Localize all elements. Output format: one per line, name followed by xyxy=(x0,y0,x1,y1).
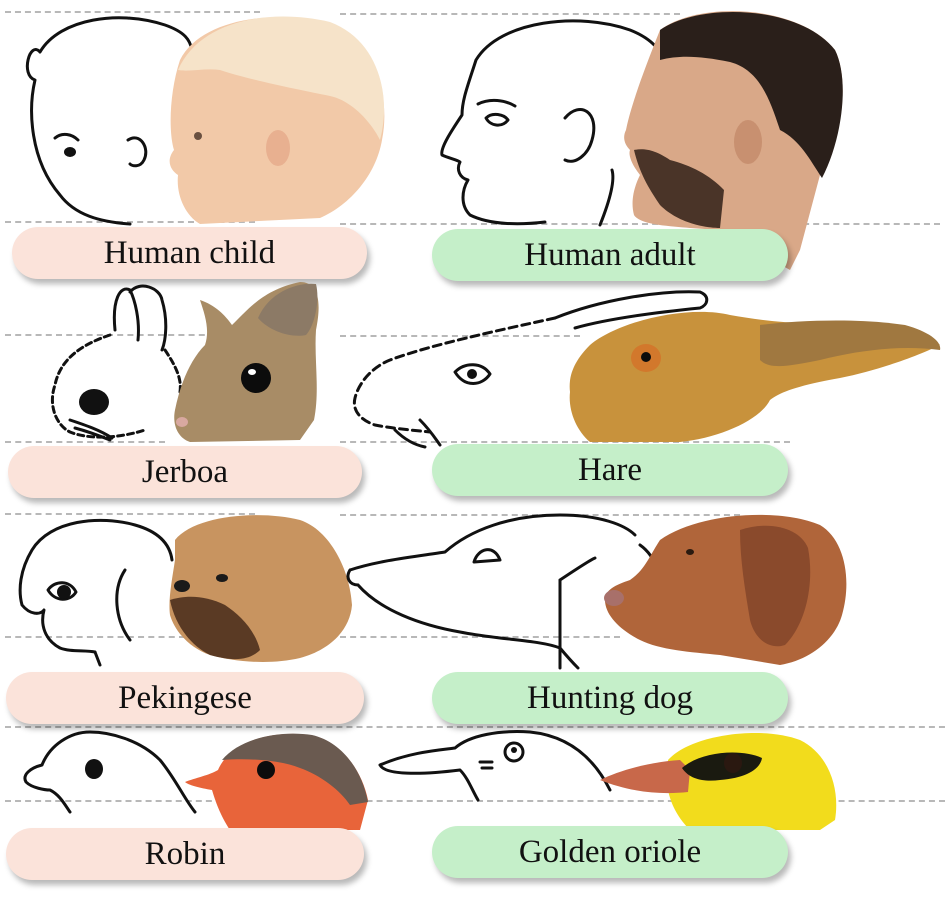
label-pekingese: Pekingese xyxy=(6,672,364,724)
guide-line xyxy=(5,221,255,223)
guide-line xyxy=(340,13,680,15)
guide-line xyxy=(340,223,940,225)
label-text: Hare xyxy=(577,451,643,488)
label-text: Golden oriole xyxy=(518,833,702,870)
label-human-child: Human child xyxy=(12,227,367,279)
label-golden-oriole: Golden oriole xyxy=(432,826,788,878)
label-text: Pekingese xyxy=(118,679,252,716)
label-hunting-dog: Hunting dog xyxy=(432,672,788,724)
label-text: Hunting dog xyxy=(527,679,693,716)
guide-line xyxy=(5,513,255,515)
label-text: Jerboa xyxy=(141,453,229,490)
guide-line xyxy=(5,441,165,443)
label-text: Human child xyxy=(103,234,276,271)
guide-line xyxy=(5,800,945,802)
label-jerboa: Jerboa xyxy=(8,446,362,498)
label-human-adult: Human adult xyxy=(432,229,788,281)
label-text: Human adult xyxy=(524,236,696,273)
label-robin: Robin xyxy=(6,828,364,880)
guide-line xyxy=(5,636,185,638)
guide-line xyxy=(340,636,620,638)
label-hare: Hare xyxy=(432,444,788,496)
guide-line xyxy=(340,335,580,337)
guide-line xyxy=(340,441,790,443)
guide-line xyxy=(5,11,260,13)
label-text: Robin xyxy=(144,835,226,872)
guide-line xyxy=(5,726,945,728)
